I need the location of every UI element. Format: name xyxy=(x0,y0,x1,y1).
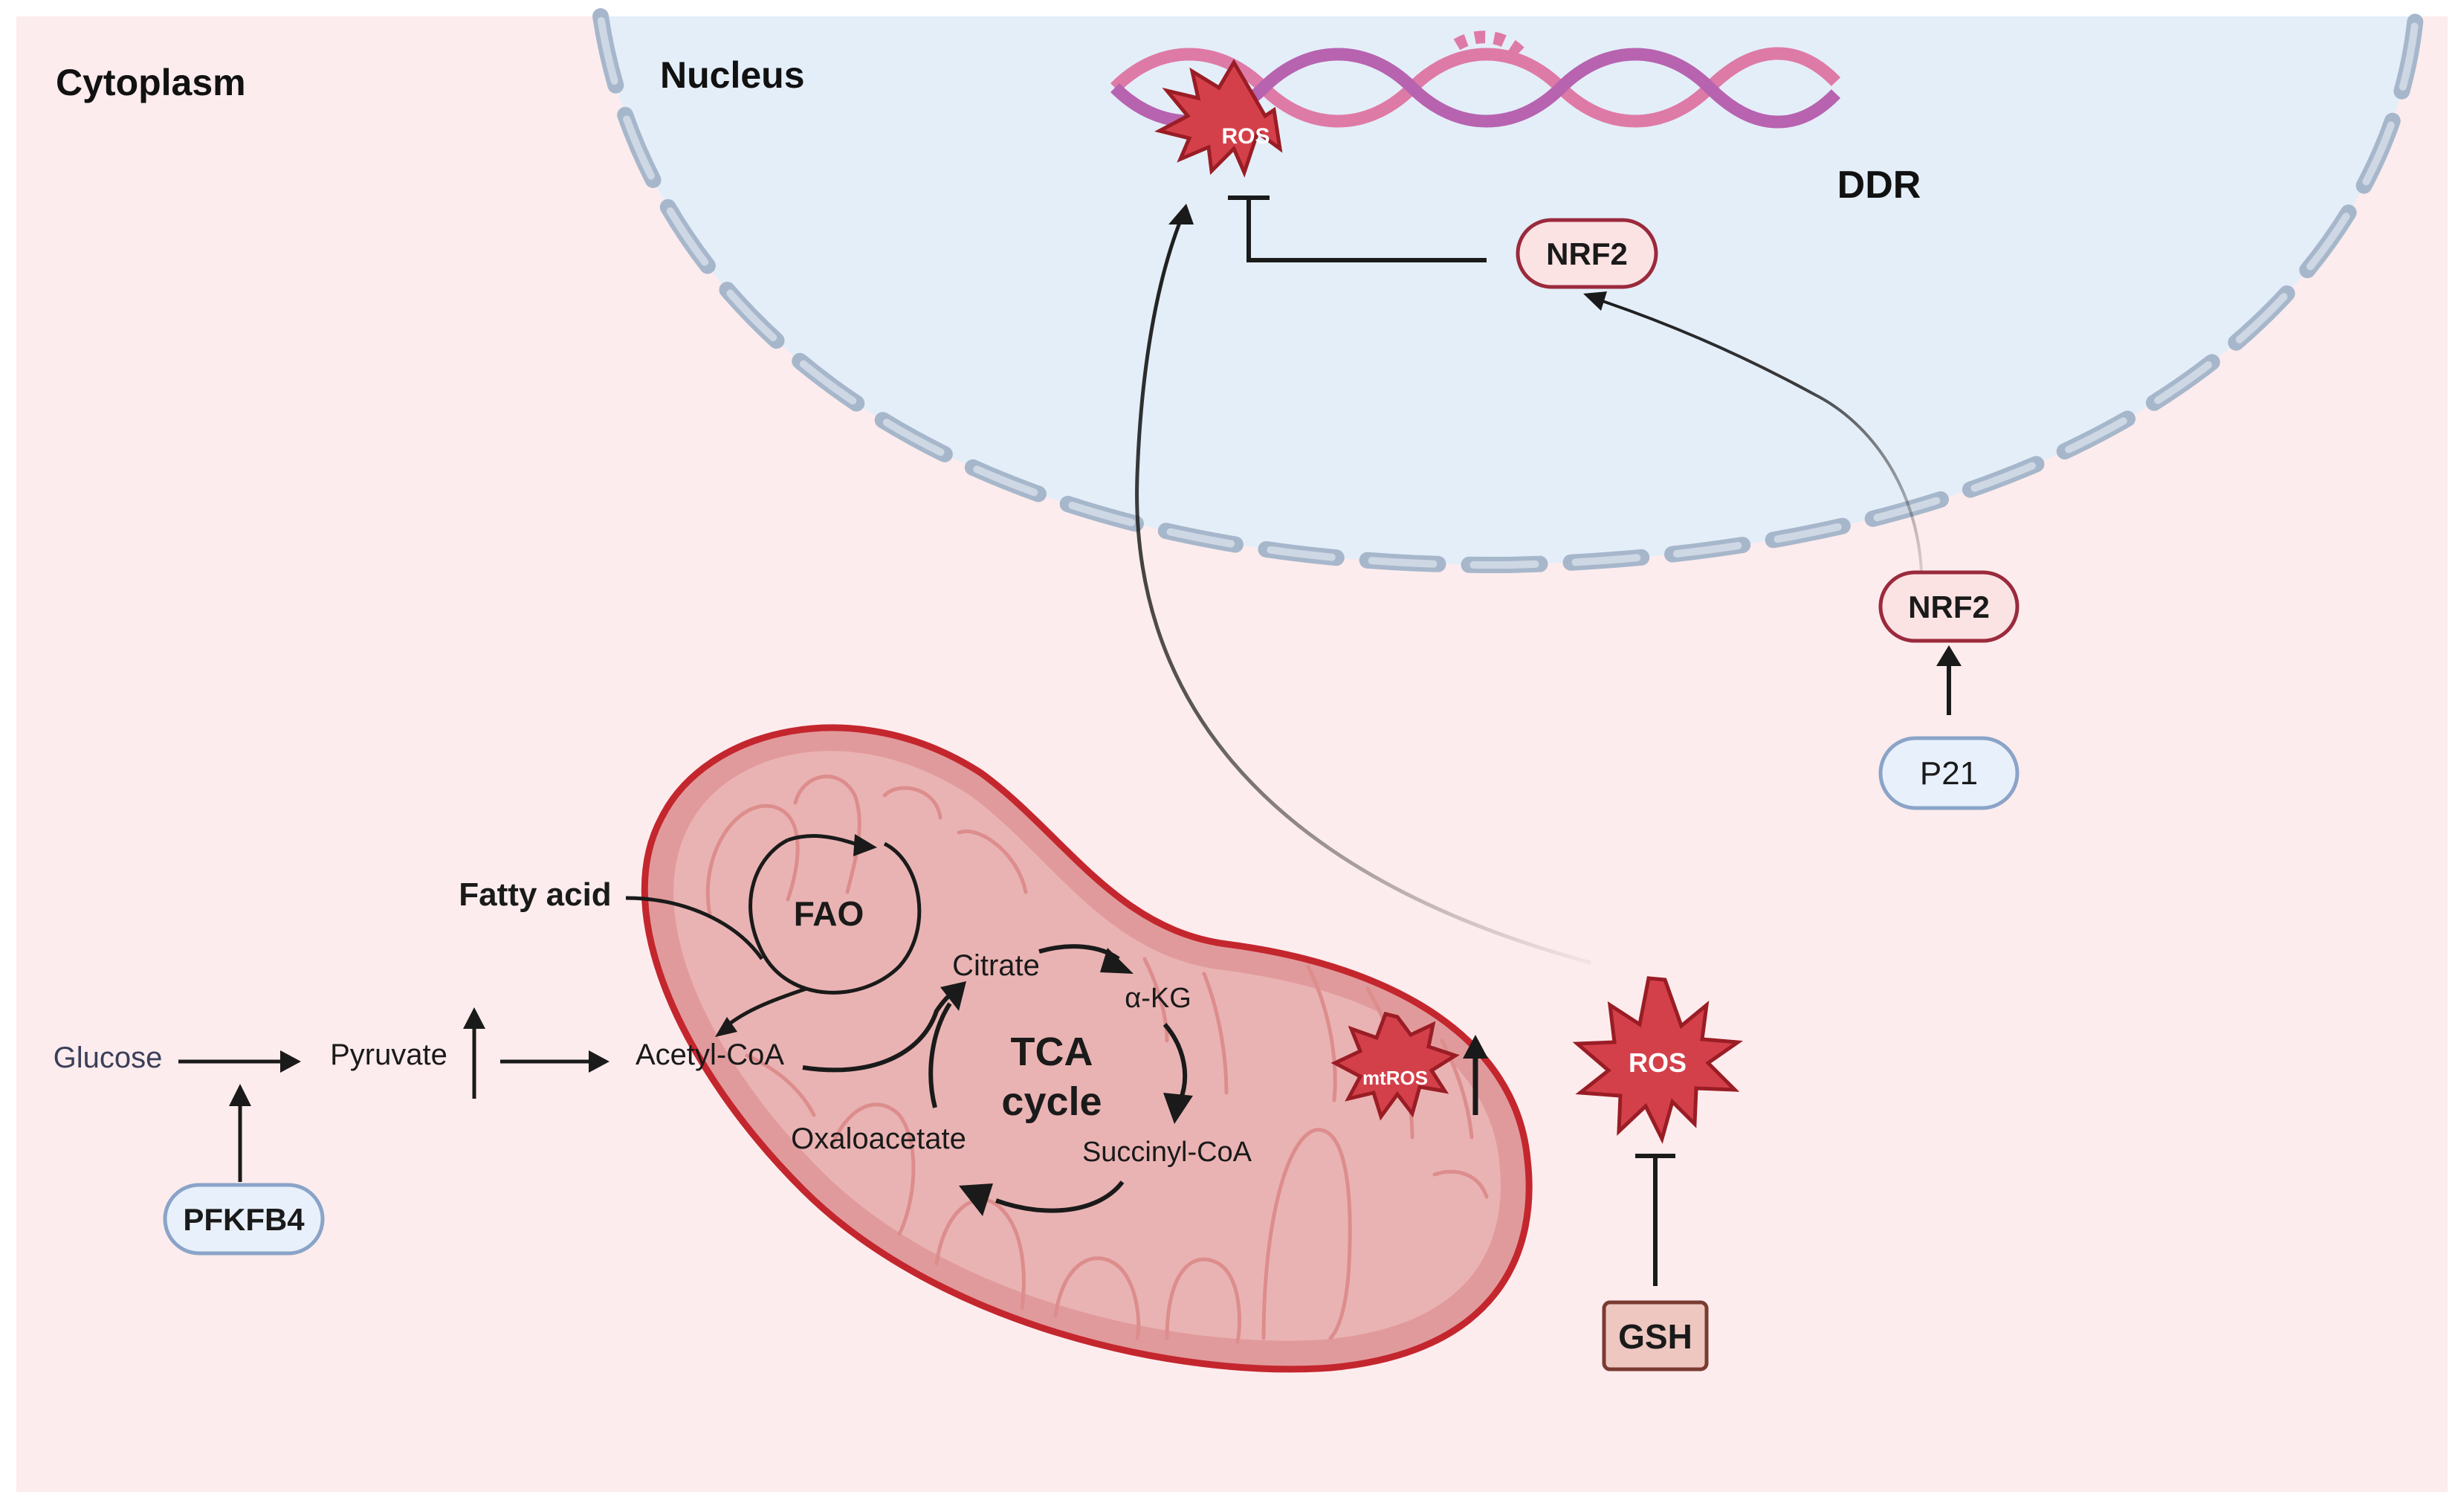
fao-to-acetyl-coa-arrowhead xyxy=(715,1017,737,1037)
citrate-to-akg-arrowhead xyxy=(1100,948,1134,974)
akg-to-succinyl-coa-arrowhead xyxy=(1163,1093,1193,1124)
fao-label: FAO xyxy=(794,894,864,933)
fatty-acid-label: Fatty acid xyxy=(459,876,611,913)
tca-cycle: Citrate α-KG Succinyl-CoA Oxaloacetate T… xyxy=(791,944,1252,1216)
mitochondrial-cristae xyxy=(705,775,1489,1344)
gsh-node: GSH xyxy=(1602,1300,1709,1372)
succinyl-coa-label: Succinyl-CoA xyxy=(1082,1137,1252,1168)
pyruvate-increase-arrowhead xyxy=(463,1007,485,1029)
nrf2-cytoplasm-node: NRF2 xyxy=(1878,570,2020,643)
nucleus xyxy=(592,8,2424,574)
nrf2-translocation-arrowhead xyxy=(1583,291,1607,311)
gsh-label: GSH xyxy=(1618,1317,1692,1356)
p21-to-nrf2-arrowhead xyxy=(1936,645,1962,666)
tca-label-line1: TCA xyxy=(1011,1030,1093,1074)
nrf2-nucleus-label: NRF2 xyxy=(1546,236,1628,271)
ros-translocation-arrowhead xyxy=(1168,204,1194,224)
fao-cycle: FAO xyxy=(748,834,922,995)
glucose-label: Glucose xyxy=(54,1041,163,1074)
acetyl-coa-to-citrate-arrowhead xyxy=(940,981,966,1011)
succinyl-to-oxaloacetate-arrowhead xyxy=(959,1183,993,1216)
glucose-to-pyruvate-arrowhead xyxy=(280,1050,301,1073)
nrf2-cytoplasm-label: NRF2 xyxy=(1908,589,1990,624)
fao-cycle-arc xyxy=(748,838,922,995)
ros-burst-dna: ROS xyxy=(1154,59,1283,178)
ddr-label: DDR xyxy=(1837,164,1921,207)
pyruvate-label: Pyruvate xyxy=(330,1038,447,1071)
citrate-label: Citrate xyxy=(952,949,1040,982)
acetyl-coa-label: Acetyl-CoA xyxy=(636,1038,784,1071)
pfkfb4-label: PFKFB4 xyxy=(183,1202,305,1237)
pfkfb4-node: PFKFB4 xyxy=(163,1183,325,1256)
fatty-acid-line xyxy=(625,896,764,960)
akg-to-succinyl-coa-arrow xyxy=(1163,1023,1188,1102)
mtros-increase-arrowhead xyxy=(1463,1035,1488,1059)
p21-node: P21 xyxy=(1878,736,2020,810)
mtros-label: mtROS xyxy=(1362,1067,1428,1089)
oxaloacetate-label: Oxaloacetate xyxy=(791,1122,966,1155)
cytoplasm-label: Cytoplasm xyxy=(56,62,246,103)
nrf2-nucleus-node: NRF2 xyxy=(1516,218,1658,289)
nucleus-label: Nucleus xyxy=(660,54,805,96)
p21-label: P21 xyxy=(1920,755,1978,792)
nrf2-translocation-arrow xyxy=(1597,298,1923,573)
pyruvate-to-acetyl-coa-arrowhead xyxy=(589,1050,609,1073)
mtros-burst: mtROS xyxy=(1330,1012,1460,1121)
ros-cytoplasm-label: ROS xyxy=(1629,1047,1687,1078)
pfkfb4-to-glucose-arrowhead xyxy=(229,1084,251,1106)
ros-burst-cytoplasm: ROS xyxy=(1572,976,1744,1144)
ros-translocation-arrow xyxy=(1135,216,1591,965)
fao-cycle-arrowhead xyxy=(853,834,877,856)
tca-label-line2: cycle xyxy=(1001,1079,1102,1124)
succinyl-to-oxaloacetate-arrow xyxy=(995,1180,1125,1213)
akg-label: α-KG xyxy=(1125,983,1191,1014)
mitochondrion xyxy=(641,724,1533,1373)
ros-dna-label: ROS xyxy=(1221,124,1270,149)
nrf2-inhibits-ros-line xyxy=(1246,198,1487,262)
